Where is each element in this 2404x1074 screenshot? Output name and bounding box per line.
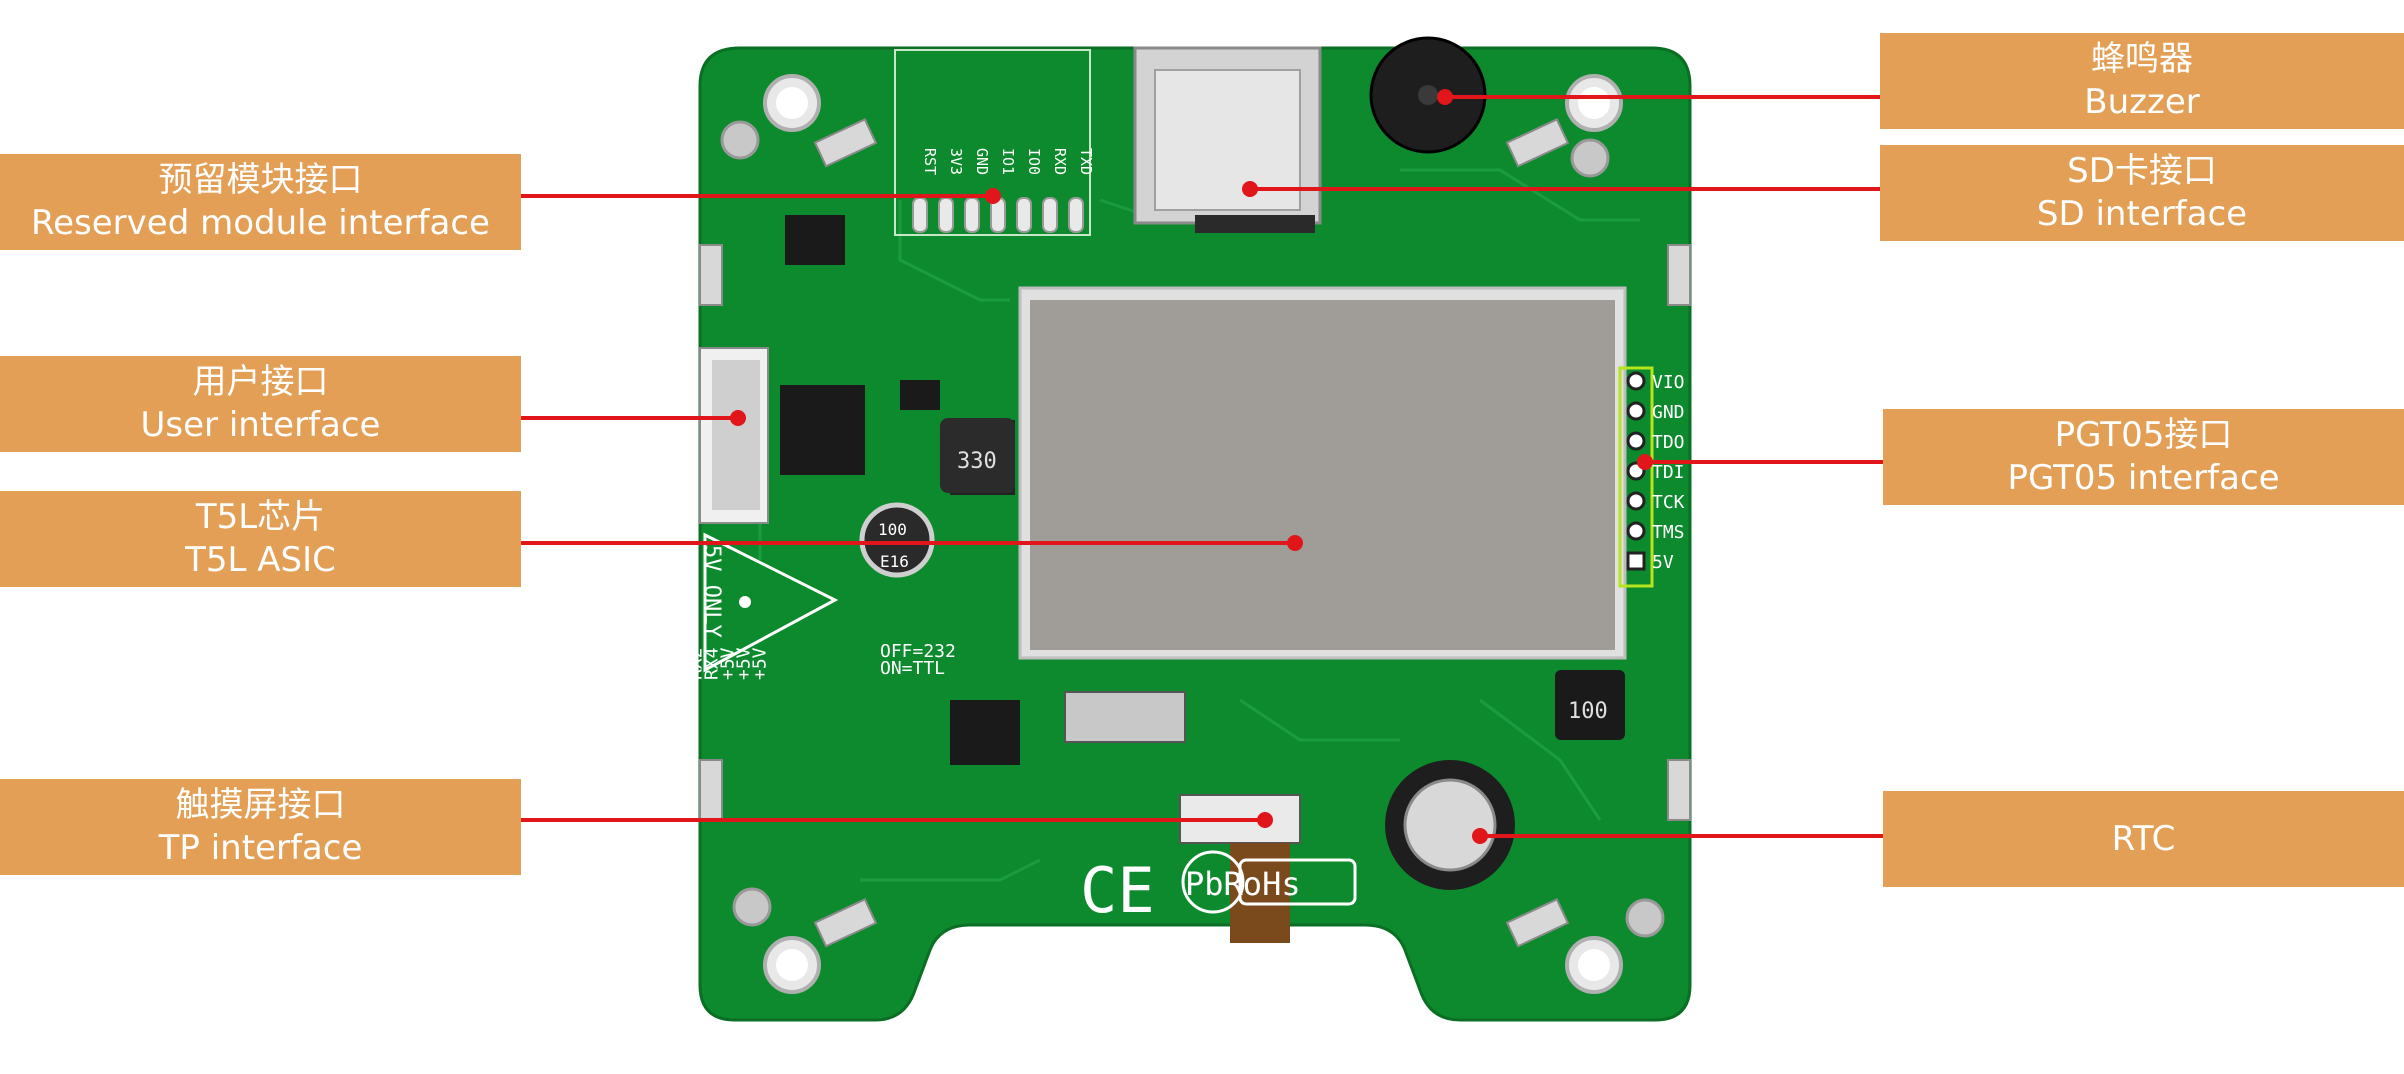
header-pin-label: RST [921,148,939,175]
pgt05-pin [1626,491,1646,511]
header-pin-label: TXD [1077,148,1095,175]
warning-text: 5V ONLY [699,545,724,638]
switch-text-2: ON=TTL [880,658,945,679]
header-pin-label: IO0 [1025,148,1043,175]
capacitor-code-text: E16 [880,552,909,571]
label-buzzer: 蜂鸣器 Buzzer [1880,33,2404,129]
anchor-dot-pgt05 [1637,454,1653,470]
rtc-coin-cell [1385,760,1515,890]
anchor-dots [730,89,1653,844]
left-pin-label: +5V [718,647,739,680]
reserved-header-outline [894,49,1091,236]
header-pin [912,197,928,233]
label-tp-interface-zh: 触摸屏接口 [175,785,346,825]
label-sd-interface-en: SD interface [2036,194,2248,234]
pgt05-pin [1626,431,1646,451]
pgt05-header [1618,366,1654,588]
label-sd-interface-zh: SD卡接口 [2067,151,2217,191]
inductor-value-text: 330 [957,449,997,474]
left-pin-label: RX4 [702,647,723,680]
left-pin-label: TX4 [654,647,675,680]
label-pgt05-interface-zh: PGT05接口 [2054,415,2233,455]
label-user-interface-zh: 用户接口 [192,362,329,402]
left-pin-label: RX2 [686,647,707,680]
header-pin-label: GND [973,148,991,175]
label-rtc: RTC [1883,791,2404,887]
header-pin [1042,197,1058,233]
pb-rohs-mark [1181,850,1357,914]
left-pin-label: +5V [750,647,771,680]
anchor-dot-reserved-module [985,188,1001,204]
anchor-dot-rtc [1472,828,1488,844]
lcd-panel [1018,286,1627,660]
capacitor-value-text: 100 [878,520,907,539]
pgt05-pin-label: TCK [1652,492,1685,513]
pgt05-pin-label: TDI [1652,462,1685,483]
leader-lines [520,95,1883,838]
left-pin-label: GND [622,647,643,680]
sd-card-slot [1133,46,1322,233]
switch-text-1: OFF=232 [880,641,956,662]
label-tp-interface: 触摸屏接口 TP interface [0,779,521,875]
header-pin [1068,197,1084,233]
label-user-interface-en: User interface [140,405,381,445]
left-pin-label: GND [606,647,627,680]
label-rtc-en: RTC [2111,818,2176,859]
label-buzzer-zh: 蜂鸣器 [2091,39,2193,79]
pgt05-pin [1626,521,1646,541]
label-t5l-asic-en: T5L ASIC [185,540,336,580]
pgt05-pin [1626,551,1646,571]
left-pin-label: +5V [734,647,755,680]
anchor-dot-t5l [1287,535,1303,551]
header-pin [964,197,980,233]
label-pgt05-interface: PGT05接口 PGT05 interface [1883,409,2404,505]
header-pin-label: RXD [1051,148,1069,175]
label-user-interface: 用户接口 User interface [0,356,521,452]
label-reserved-module: 预留模块接口 Reserved module interface [0,154,521,250]
pgt05-pin-label: VIO [1652,372,1685,393]
label-t5l-asic-zh: T5L芯片 [195,497,326,537]
inductor2-value-text: 100 [1568,699,1608,724]
pgt05-pin-label: GND [1652,402,1685,423]
pgt05-pin-label: TMS [1652,522,1685,543]
label-pgt05-interface-en: PGT05 interface [2007,458,2280,498]
pb-rohs-text: PbRoHs [1185,865,1301,903]
anchor-dot-user [730,410,746,426]
header-pin [1016,197,1032,233]
anchor-dot-sd [1242,181,1258,197]
warning-triangle [703,532,839,673]
header-pin-label: IO1 [999,148,1017,175]
user-fpc-connector [699,347,769,524]
label-reserved-module-zh: 预留模块接口 [158,160,363,200]
ce-mark: CE [1080,854,1155,927]
left-pin-label: TX2 [670,647,691,680]
mounting-holes [720,74,1665,994]
pgt05-pins: VIO GND TDO TDI TCK TMS 5V [1626,371,1685,573]
reserved-header-pins: RST 3V3 GND IO1 IO0 RXD TXD [912,148,1095,233]
power-inductor [940,418,1015,493]
label-tp-interface-en: TP interface [158,828,363,868]
pgt05-pin [1626,371,1646,391]
anchor-dot-buzzer [1437,89,1453,105]
anchor-dot-tp [1257,812,1273,828]
left-pin-label: GND [638,647,659,680]
pgt05-pin-label: TDO [1652,432,1685,453]
label-buzzer-en: Buzzer [2084,82,2200,122]
header-pin-label: 3V3 [947,148,965,175]
electrolytic-capacitor [859,502,935,578]
pgt05-pin-label: 5V [1652,552,1674,573]
label-t5l-asic: T5L芯片 T5L ASIC [0,491,521,587]
label-sd-interface: SD卡接口 SD interface [1880,145,2404,241]
label-reserved-module-en: Reserved module interface [31,203,490,243]
edge-clips [699,118,1691,948]
header-pin [938,197,954,233]
pgt05-pin [1626,401,1646,421]
